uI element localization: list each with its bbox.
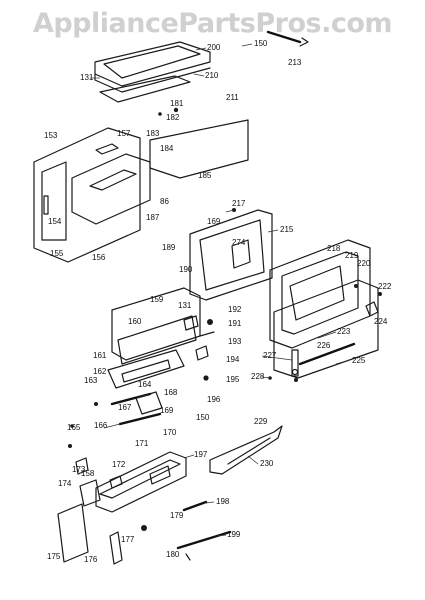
callout-label: 220	[357, 259, 371, 268]
callout-label: 154	[48, 217, 62, 226]
callout-label: 218	[327, 244, 341, 253]
callout-label: 184	[160, 144, 174, 153]
callout-label: 160	[128, 317, 142, 326]
element-part	[209, 425, 283, 475]
callout-label: 168	[164, 388, 178, 397]
hinge-part	[291, 349, 299, 377]
callout-label: 195	[226, 375, 240, 384]
end-cap-part	[57, 503, 89, 563]
callout-label: 183	[146, 129, 160, 138]
floor-panel-part	[149, 119, 249, 179]
callout-label: 165	[67, 423, 81, 432]
screw-parts	[68, 107, 382, 448]
callout-label: 196	[207, 395, 221, 404]
top-frame-part	[94, 41, 211, 93]
callout-label: 194	[226, 355, 240, 364]
callout-label: 189	[162, 243, 176, 252]
tube-parts	[176, 500, 232, 561]
callout-label: 163	[84, 376, 98, 385]
callout-label: 198	[216, 497, 230, 506]
callout-label: 185	[198, 171, 212, 180]
callout-label: 179	[170, 511, 184, 520]
callout-label: 150	[254, 39, 268, 48]
callout-label: 170	[163, 428, 177, 437]
callout-label: 174	[58, 479, 72, 488]
callout-label: 191	[228, 319, 242, 328]
callout-label: 157	[117, 129, 131, 138]
watermark: AppliancePartsPros.com	[32, 8, 393, 39]
control-panel-part	[95, 451, 187, 513]
callout-label: 187	[146, 213, 160, 222]
callout-label: 155	[50, 249, 64, 258]
callout-label: 230	[260, 459, 274, 468]
callout-label: 153	[44, 131, 58, 140]
callout-label: 197	[194, 450, 208, 459]
callout-label: 228	[251, 372, 265, 381]
callout-label: 172	[112, 460, 126, 469]
callout-label: 229	[254, 417, 268, 426]
callout-label: 200	[207, 43, 221, 52]
callout-label: 169	[207, 217, 221, 226]
callout-label: 199	[227, 530, 241, 539]
callout-label: 213	[288, 58, 302, 67]
callout-label: 225	[352, 356, 366, 365]
callout-label: 175	[47, 552, 61, 561]
callout-label: 171	[135, 439, 149, 448]
callout-label: 176	[84, 555, 98, 564]
left-side-panel-part	[33, 127, 151, 263]
callout-label: 181	[170, 99, 184, 108]
callout-label: 182	[166, 113, 180, 122]
callout-label: 159	[150, 295, 164, 304]
callout-label: 180	[166, 550, 180, 559]
callout-label: 86	[160, 197, 169, 206]
rail-part	[110, 391, 163, 426]
callout-label: 131	[80, 73, 94, 82]
callout-label: 226	[317, 341, 331, 350]
callout-label: 164	[138, 380, 152, 389]
callout-label: 169	[160, 406, 174, 415]
callout-label: 224	[374, 317, 388, 326]
callout-label: 227	[263, 351, 277, 360]
callout-label: 173	[72, 465, 86, 474]
callout-label: 222	[378, 282, 392, 291]
callout-label: 223	[337, 327, 351, 336]
callout-label: 219	[345, 251, 359, 260]
callout-label: 211	[226, 93, 239, 102]
control-housing-part	[107, 287, 201, 389]
inner-door-panel-part	[189, 209, 273, 301]
callout-label: 162	[93, 367, 107, 376]
callout-label: 166	[94, 421, 108, 430]
trim-strip-part	[99, 75, 191, 103]
callout-label: 217	[232, 199, 246, 208]
callout-label: 150	[196, 413, 210, 422]
callout-label: 193	[228, 337, 242, 346]
callout-label: 192	[228, 305, 242, 314]
callout-label: 210	[205, 71, 219, 80]
callout-label: 215	[280, 225, 294, 234]
callout-label: 190	[179, 265, 193, 274]
door-outer-frame-part	[273, 279, 379, 379]
callout-label: 274	[232, 238, 246, 247]
callout-label: 177	[121, 535, 135, 544]
callout-label: 167	[118, 403, 132, 412]
bracket-part	[75, 457, 101, 507]
knob-part	[109, 525, 147, 565]
rod-part	[266, 30, 309, 47]
switch-parts	[183, 315, 215, 381]
callout-label: 156	[92, 253, 106, 262]
callout-label: 158	[81, 469, 95, 478]
callout-label: 131	[178, 301, 192, 310]
callout-label: 161	[93, 351, 107, 360]
